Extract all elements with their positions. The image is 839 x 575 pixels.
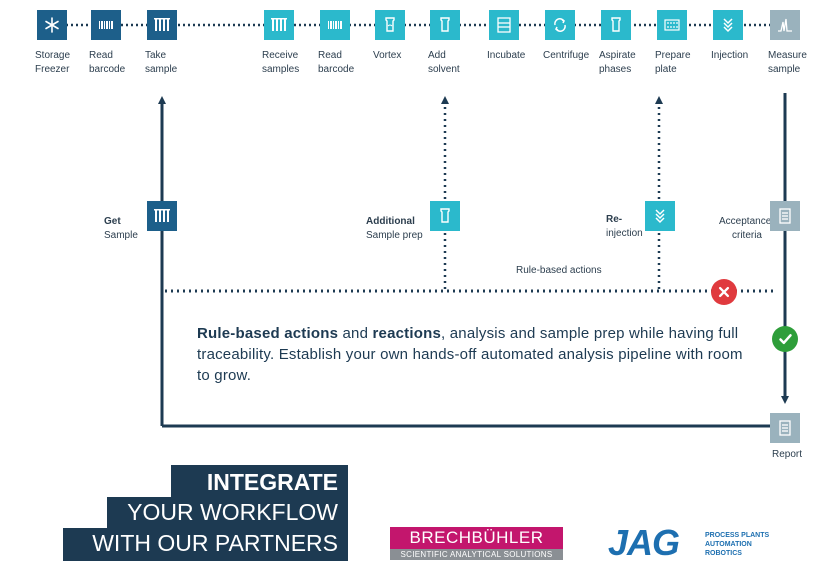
reinjection-label: Re-injection [606, 214, 643, 239]
incubator-icon [489, 10, 519, 40]
additional-prep-icon [430, 201, 460, 231]
step-label-prepare-plate: Prepare plate [655, 50, 691, 75]
description-bold-2: reactions [372, 325, 442, 342]
reject-icon [711, 279, 737, 305]
beaker-icon [430, 10, 460, 40]
test-tubes-icon [264, 10, 294, 40]
step-label-read-barcode-1: Read barcode [89, 50, 126, 75]
test-tubes-icon [147, 10, 177, 40]
acceptance-icon [770, 201, 800, 231]
barcode-icon [91, 10, 121, 40]
get-sample-icon [147, 201, 177, 231]
step-label-aspirate-phases: Aspirate phases [599, 50, 636, 75]
description-text: Rule-based actions and reactions, analys… [197, 325, 743, 384]
jag-tagline: PROCESS PLANTS AUTOMATION ROBOTICS [705, 532, 770, 557]
brechbuhler-logo: BRECHBÜHLER [390, 527, 563, 549]
jag-logo: JAG [608, 522, 680, 563]
step-label-measure-sample: Measure sample [768, 50, 807, 75]
acceptance-label: Acceptance criteria [719, 216, 772, 241]
banner-line-3: WITH OUR PARTNERS [63, 528, 348, 561]
accept-check-icon [772, 326, 798, 352]
rule-based-label: Rule-based actions [516, 265, 602, 276]
description-bold-1: Rule-based actions [197, 325, 339, 342]
beaker-icon [601, 10, 631, 40]
brechbuhler-tagline: SCIENTIFIC ANALYTICAL SOLUTIONS [390, 549, 563, 560]
report-icon [770, 413, 800, 443]
step-label-take-sample: Take sample [145, 50, 178, 75]
chevrons-down-icon [713, 10, 743, 40]
step-label-incubate: Incubate [487, 50, 526, 61]
reinjection-icon [645, 201, 675, 231]
report-label: Report [772, 449, 803, 460]
step-label-injection: Injection [711, 50, 749, 61]
step-label-read-barcode-2: Read barcode [318, 50, 355, 75]
step-label-storage-freezer: Storage Freezer [35, 50, 71, 75]
vortex-icon [375, 10, 405, 40]
step-label-vortex: Vortex [373, 50, 402, 61]
step-label-centrifuge: Centrifuge [543, 50, 590, 61]
spectrum-icon [770, 10, 800, 40]
step-label-receive-samples: Receive samples [262, 50, 300, 75]
snowflake-icon [37, 10, 67, 40]
well-plate-icon [657, 10, 687, 40]
banner-line-2: YOUR WORKFLOW [107, 497, 348, 528]
step-label-add-solvent: Add solvent [428, 50, 460, 75]
centrifuge-icon [545, 10, 575, 40]
barcode-icon [320, 10, 350, 40]
banner-line-1: INTEGRATE [171, 465, 348, 497]
